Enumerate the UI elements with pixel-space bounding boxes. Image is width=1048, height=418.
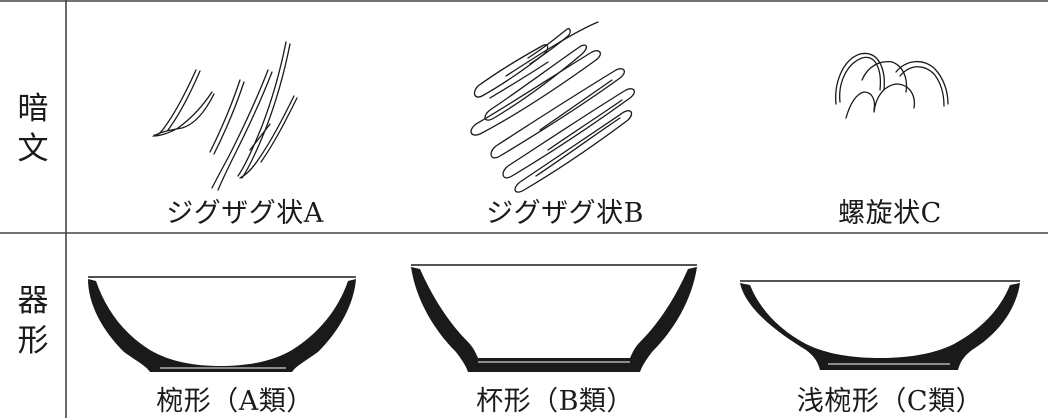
vessel-cup-b-drawing bbox=[411, 264, 697, 372]
row-heading-shape-char2: 形 bbox=[17, 323, 49, 359]
vessel-bowl-a-drawing bbox=[88, 276, 356, 372]
pattern-label-zigzag-a: ジグザグ状A bbox=[166, 198, 324, 229]
row-heading-pattern-char2: 文 bbox=[17, 131, 49, 167]
shape-label-cup-b: 杯形（B類） bbox=[476, 386, 634, 417]
row-heading-shape-char1: 器 bbox=[17, 283, 49, 319]
pattern-zigzag-a-drawing bbox=[151, 41, 298, 191]
shape-label-bowl-a: 椀形（A類） bbox=[156, 386, 314, 417]
pattern-label-zigzag-b: ジグザグ状B bbox=[486, 198, 644, 229]
pattern-zigzag-b-drawing bbox=[470, 21, 635, 193]
pattern-spiral-c-drawing bbox=[835, 52, 949, 119]
pattern-label-spiral-c: 螺旋状C bbox=[838, 198, 942, 229]
row-heading-pattern-char1: 暗 bbox=[17, 91, 49, 127]
vessel-shallow-bowl-c-drawing bbox=[740, 280, 1020, 370]
shape-label-shallow-bowl-c: 浅椀形（C類） bbox=[796, 386, 984, 417]
